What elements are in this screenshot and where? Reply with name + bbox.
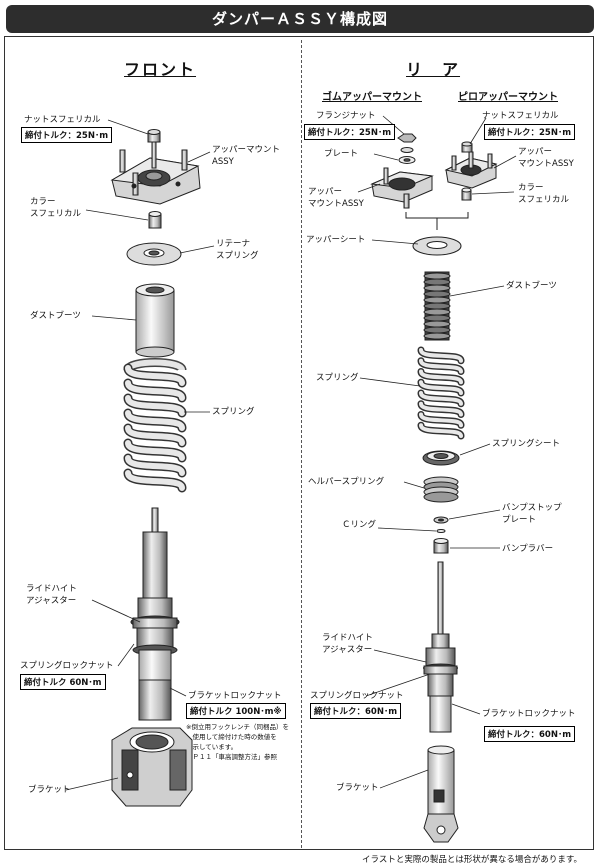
rear-label-bump-rubber: バンプラバー [502,544,554,554]
rear-label-upper-mount-rubber: アッパー マウントASSY [308,187,364,209]
rear-helper-spring [423,476,459,503]
front-dust-boot [135,283,175,358]
disclaimer: イラストと実際の製品とは形状が異なる場合があります。 [362,855,582,865]
rear-bump-rubber [433,538,449,554]
front-label-bracket: ブラケット [28,785,71,795]
front-spring [123,358,187,493]
rear-subheading-pillow: ピロアッパーマウント [458,92,558,103]
rear-label-plate: プレート [324,149,359,159]
rear-dust-boot [423,271,451,341]
front-label-lock-nut: スプリングロックナット [20,661,114,671]
rear-collar [461,187,472,201]
diagram-title: ダンパーＡＳＳＹ構成図 [6,5,594,33]
front-label-spring: スプリング [212,407,255,417]
front-torque-lock-nut: 締付トルク 60N･m [20,674,106,690]
front-collar [148,211,162,229]
rear-label-spring: スプリング [316,373,359,383]
rear-label-c-ring: Ｃリング [342,520,377,530]
rear-c-ring [436,529,446,533]
front-label-collar: カラー スフェリカル [30,197,82,219]
front-torque-nut: 締付トルク：25N･m [21,127,113,143]
section-divider [301,40,302,848]
rear-heading: リ ア [406,60,461,79]
front-upper-mount [110,141,201,205]
rear-torque-lock-nut: 締付トルク：60N･m [310,703,402,719]
diagram-frame [4,36,594,850]
front-bracket [111,727,193,807]
front-heading: フロント [124,60,197,79]
front-label-bracket-lock: ブラケットロックナット [188,691,282,701]
rear-damper [423,561,458,733]
rear-label-collar: カラー スフェリカル [518,183,570,205]
rear-upper-seat [412,236,462,256]
rear-label-upper-seat: アッパーシート [306,235,366,245]
rear-bracket-connector [405,212,469,230]
front-damper [130,507,180,721]
rear-bracket [423,745,459,843]
leader-lines [65,115,517,791]
front-wrench-note: ※倒立用フックレンチ（同梱品）を 使用して締付けた時の数値を 示しています。 Ｐ… [186,723,289,761]
rear-label-nut-spherical: ナットスフェリカル [482,111,559,121]
rear-rubber-flange-nut [397,133,417,164]
front-label-ride-height: ライドハイト アジャスター [26,584,77,606]
rear-pillow-upper-mount [444,151,498,189]
rear-spring [417,346,465,440]
front-torque-bracket-lock: 締付トルク 100N･m※ [186,703,286,719]
front-retainer [126,242,182,266]
front-label-retainer: リテーナ スプリング [216,239,259,261]
rear-label-lock-nut: スプリングロックナット [310,691,404,701]
rear-torque-bracket-lock: 締付トルク：60N･m [484,726,576,742]
rear-label-flange-nut: フランジナット [316,111,376,121]
rear-torque-flange: 締付トルク：25N･m [304,124,396,140]
rear-subheading-rubber: ゴムアッパーマウント [322,92,422,103]
rear-label-spring-seat: スプリングシート [492,439,561,449]
rear-label-upper-mount-pillow: アッパー マウントASSY [518,147,574,169]
rear-spring-seat [422,450,460,466]
front-nut-spherical [147,129,161,143]
front-label-upper-mount: アッパーマウント ASSY [212,145,281,167]
rear-label-ride-height: ライドハイト アジャスター [322,633,373,655]
rear-label-helper-spring: ヘルパースプリング [308,477,385,487]
rear-label-bracket-lock: ブラケットロックナット [482,709,576,719]
rear-torque-nut: 締付トルク：25N･m [484,124,576,140]
rear-label-bump-stop: バンプストップ プレート [502,503,562,525]
rear-bump-stop [433,516,449,524]
rear-rubber-upper-mount [370,167,434,209]
rear-pillow-nut [461,141,473,153]
front-label-nut-spherical: ナットスフェリカル [24,115,101,125]
rear-label-dust-boot: ダストブーツ [506,281,557,291]
front-label-dust-boot: ダストブーツ [30,311,81,321]
rear-label-bracket: ブラケット [336,783,379,793]
